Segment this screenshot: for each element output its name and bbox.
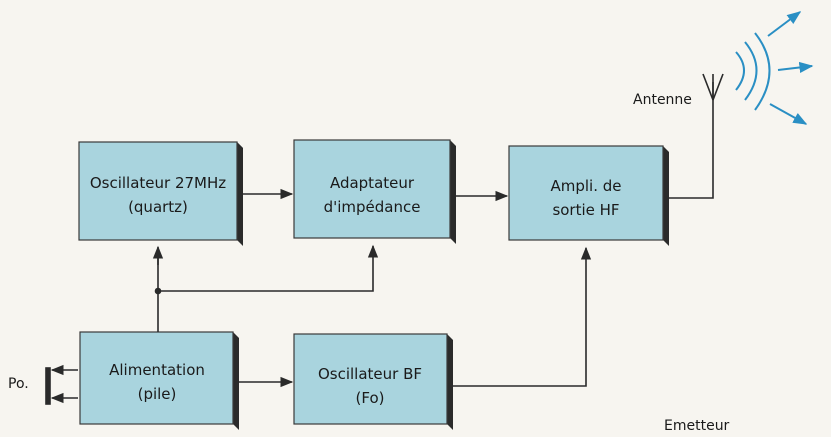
block-oscbf-line1: Oscillateur BF bbox=[318, 365, 422, 383]
block-oscbf-line2: (Fo) bbox=[356, 389, 385, 407]
block-osc27-line1: Oscillateur 27MHz bbox=[90, 174, 226, 192]
radio-waves-icon bbox=[735, 11, 814, 125]
antenna-label: Antenne bbox=[633, 92, 692, 108]
link-oscbf-to-ampli bbox=[453, 246, 592, 387]
block-alim-line1: Alimentation bbox=[109, 361, 205, 379]
block-adapt-line2: d'impédance bbox=[324, 198, 421, 216]
power-input-terminals bbox=[45, 364, 78, 405]
power-input-label: Po. bbox=[8, 376, 29, 392]
block-impedance-adapter: Adaptateur d'impédance bbox=[293, 139, 456, 244]
block-power-supply: Alimentation (pile) bbox=[79, 331, 239, 430]
diagram-caption: Emetteur bbox=[664, 418, 730, 434]
link-alim-to-adapter bbox=[158, 244, 379, 292]
block-alim-line2: (pile) bbox=[138, 385, 177, 403]
block-osc27-line2: (quartz) bbox=[128, 198, 188, 216]
link-ampli-to-antenna bbox=[669, 82, 714, 199]
block-adapt-line1: Adaptateur bbox=[330, 174, 415, 192]
block-ampli-line2: sortie HF bbox=[552, 201, 619, 219]
block-hf-output-amplifier: Ampli. de sortie HF bbox=[508, 145, 669, 246]
antenna-icon bbox=[702, 73, 724, 101]
block-bf-oscillator: Oscillateur BF (Fo) bbox=[293, 333, 453, 430]
block-oscillator-27mhz: Oscillateur 27MHz (quartz) bbox=[78, 141, 243, 246]
block-ampli-line1: Ampli. de bbox=[550, 177, 621, 195]
